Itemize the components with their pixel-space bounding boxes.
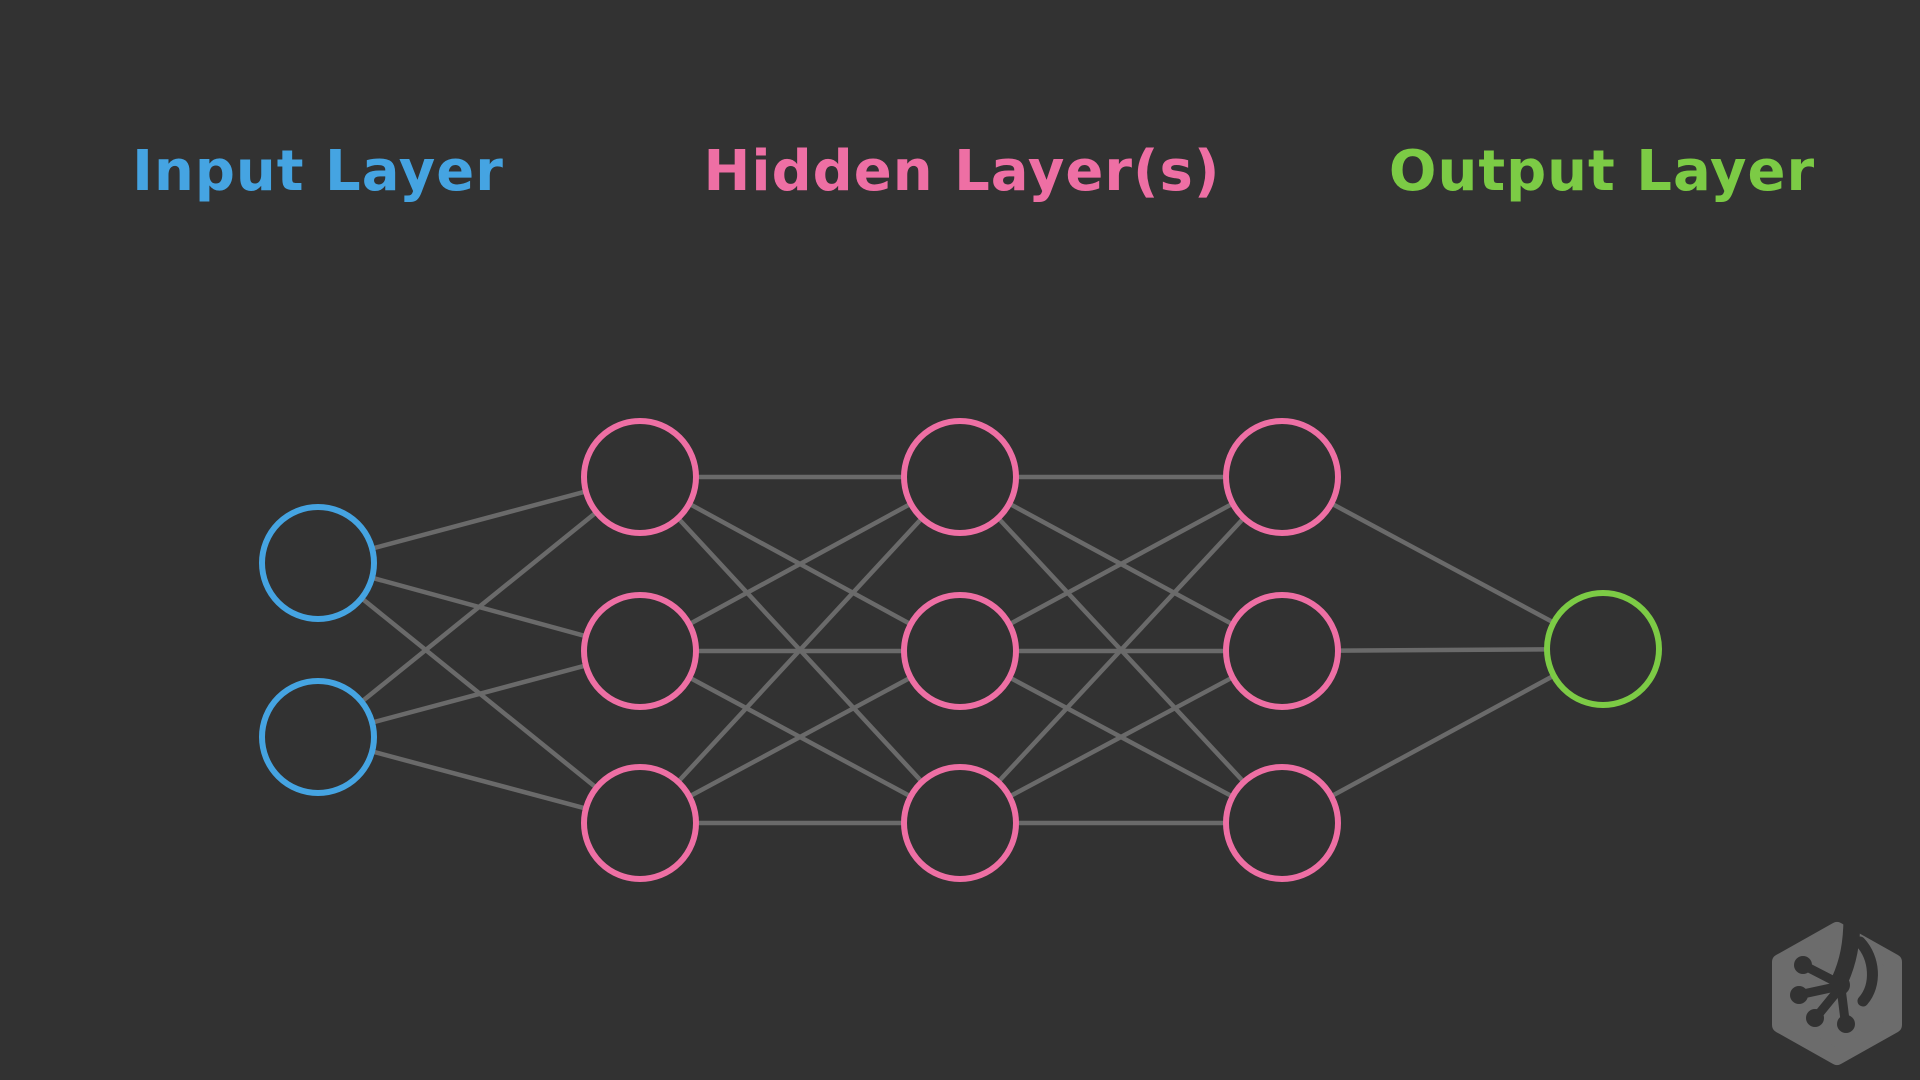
input-node-2 xyxy=(259,678,377,796)
edge-hidden-2-to-hidden-3 xyxy=(958,475,1284,653)
edge-hidden-1-to-hidden-2 xyxy=(638,475,962,825)
nodes-layer xyxy=(259,418,1662,882)
layer-title-input: Input Layer xyxy=(132,139,504,204)
output-node-1 xyxy=(1544,590,1662,708)
layer-title-hidden: Hidden Layer(s) xyxy=(703,139,1221,204)
toe-tip xyxy=(1790,986,1808,1004)
gecko-palm xyxy=(1830,975,1850,995)
hidden-1-node-2 xyxy=(581,592,699,710)
hidden-1-node-3 xyxy=(581,764,699,882)
hidden-2-node-1 xyxy=(901,418,1019,536)
input-node-1 xyxy=(259,504,377,622)
hidden-3-node-1 xyxy=(1223,418,1341,536)
edge-hidden-1-to-hidden-2 xyxy=(638,475,962,653)
hidden-2-node-2 xyxy=(901,592,1019,710)
hidden-3-node-3 xyxy=(1223,764,1341,882)
logo-gecko-toe-tips xyxy=(1790,956,1855,1033)
edge-hidden-2-to-hidden-3 xyxy=(958,475,1284,825)
layer-title-output: Output Layer xyxy=(1388,139,1816,204)
edge-hidden-3-to-output xyxy=(1280,475,1605,651)
gecko-right-curve xyxy=(1854,936,1878,1007)
toe-tip xyxy=(1794,956,1812,974)
edge-hidden-2-to-hidden-3 xyxy=(958,649,1284,825)
toe-tip xyxy=(1806,1009,1824,1027)
hidden-3-node-2 xyxy=(1223,592,1341,710)
toe-tip xyxy=(1837,1015,1855,1033)
hidden-1-node-1 xyxy=(581,418,699,536)
hexagon-gecko-foot-logo xyxy=(1772,918,1902,1065)
gecko-leg xyxy=(1831,918,1861,989)
edge-input-to-hidden-1 xyxy=(316,475,642,739)
edge-hidden-3-to-output xyxy=(1280,647,1605,825)
hidden-2-node-3 xyxy=(901,764,1019,882)
edge-hidden-1-to-hidden-2 xyxy=(638,649,962,825)
